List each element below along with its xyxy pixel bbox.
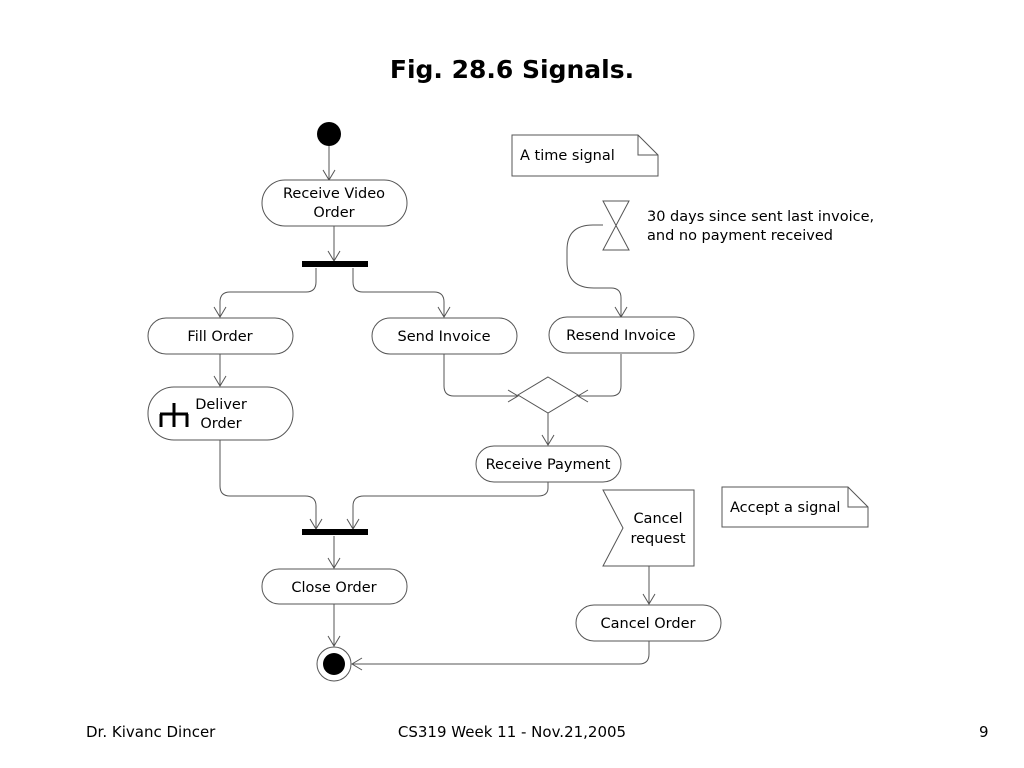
action-label: Fill Order: [187, 329, 252, 345]
action-label-line2: Order: [200, 416, 241, 432]
edge-fork-fill: [219, 268, 317, 317]
arrowhead: [351, 657, 363, 671]
action-close-order: Close Order: [261, 568, 408, 605]
action-deliver-order: Deliver Order: [147, 386, 294, 441]
action-receive-video-order: Receive Video Order: [261, 179, 408, 227]
action-label: Cancel Order: [601, 616, 696, 632]
arrowhead: [642, 593, 656, 605]
fork-bar: [302, 261, 368, 267]
final-node: [316, 646, 352, 682]
arrowhead: [213, 306, 227, 318]
arrowhead: [507, 389, 519, 403]
edge-cancel-end: [352, 641, 650, 665]
edge-resend-merge: [578, 354, 622, 397]
action-label: Close Order: [291, 580, 376, 596]
footer-course: CS319 Week 11 - Nov.21,2005: [397, 723, 627, 741]
rake-icon: [159, 403, 189, 427]
action-label-line2: Order: [313, 205, 354, 221]
initial-node: [317, 122, 341, 146]
note-accept-signal: Accept a signal: [721, 486, 869, 528]
arrowhead: [327, 635, 341, 647]
edge-send-merge: [443, 354, 518, 397]
action-label-line1: Deliver: [195, 397, 247, 413]
footer-author: Dr. Kivanc Dincer: [86, 723, 216, 741]
signal-label-line1: Cancel: [633, 511, 682, 527]
join-bar: [302, 529, 368, 535]
signal-label-line2: request: [630, 531, 685, 547]
time-event-label-line2: and no payment received: [647, 228, 833, 244]
slide-title: Fig. 28.6 Signals.: [389, 55, 635, 84]
arrowhead: [577, 389, 589, 403]
action-cancel-order: Cancel Order: [575, 604, 722, 642]
footer-page-number: 9: [979, 723, 989, 741]
action-label: Receive Payment: [486, 457, 611, 473]
action-send-invoice: Send Invoice: [371, 317, 518, 355]
hourglass-icon: [602, 200, 630, 251]
edge-payment-join: [352, 482, 549, 529]
arrowhead: [213, 375, 227, 387]
arrowhead: [327, 557, 341, 569]
edge-fork-send: [352, 268, 445, 317]
arrowhead: [541, 434, 555, 446]
action-label-line1: Receive Video: [283, 186, 385, 202]
edge-time-resend: [566, 224, 622, 317]
merge-node: [517, 376, 579, 414]
note-label: A time signal: [520, 148, 615, 164]
time-event-label-line1: 30 days since sent last invoice,: [647, 209, 874, 225]
action-fill-order: Fill Order: [147, 317, 294, 355]
note-time-signal: A time signal: [511, 134, 659, 177]
action-label: Send Invoice: [398, 329, 491, 345]
action-label: Resend Invoice: [566, 328, 676, 344]
action-receive-payment: Receive Payment: [475, 445, 622, 483]
edge-deliver-join: [219, 440, 317, 529]
arrowhead: [437, 306, 451, 318]
accept-signal-cancel-request: Cancel request: [602, 489, 695, 567]
note-label: Accept a signal: [730, 500, 840, 516]
action-resend-invoice: Resend Invoice: [548, 316, 695, 354]
